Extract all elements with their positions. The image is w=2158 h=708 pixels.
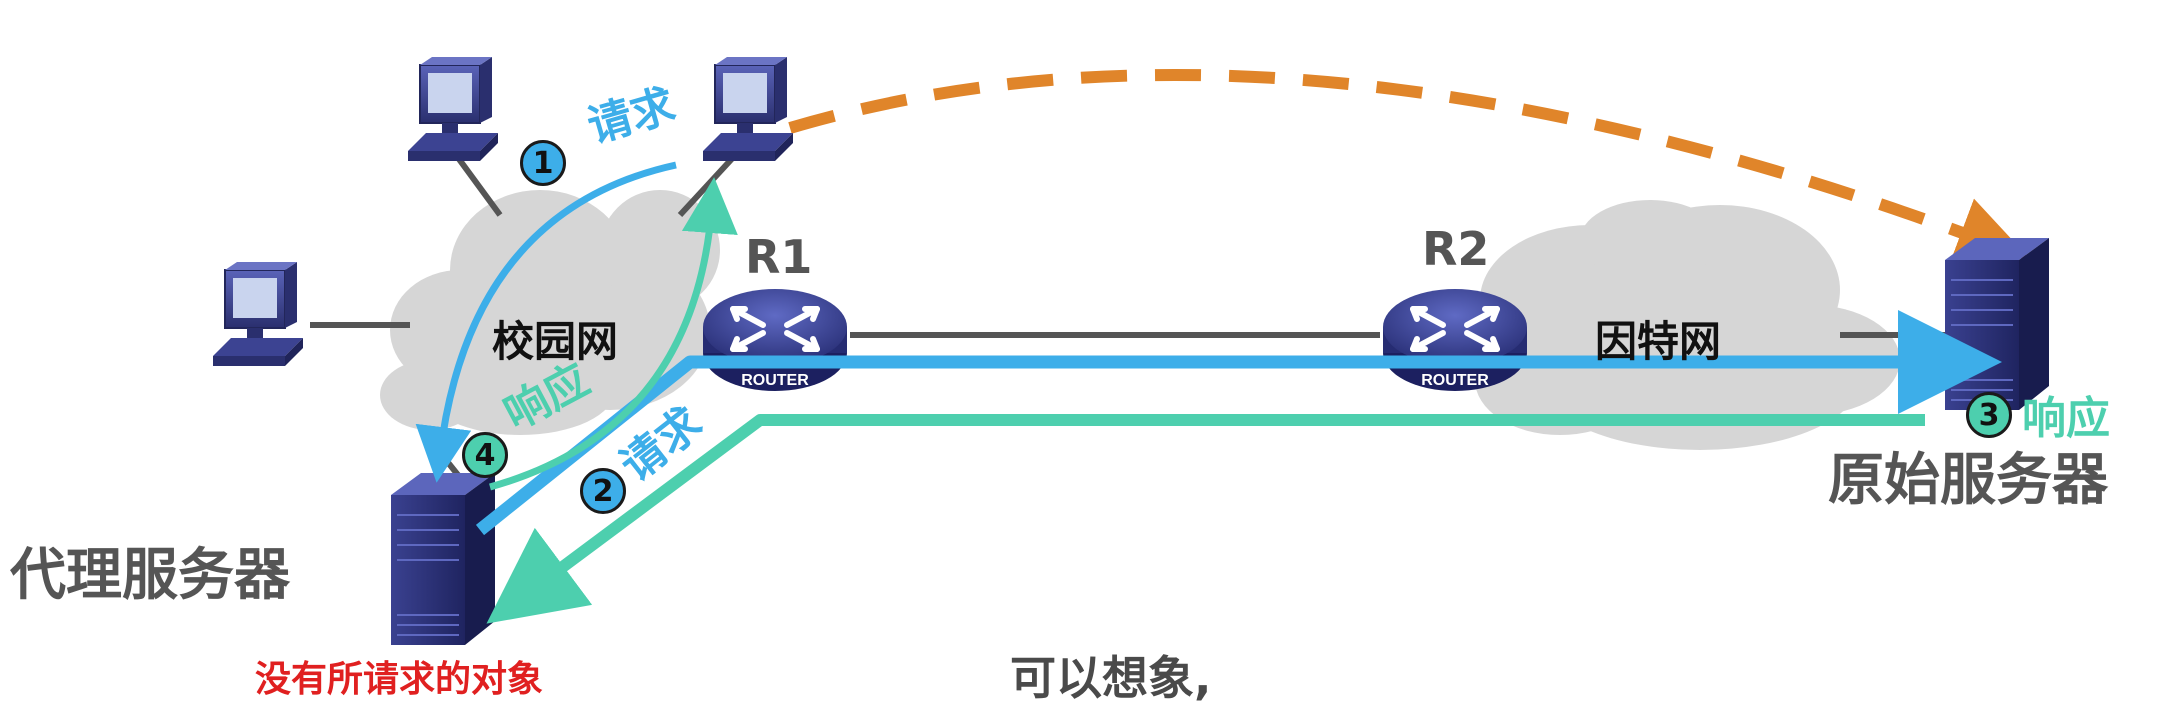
response-from-origin-arrow (486, 414, 1925, 624)
step-3-badge: 3 (1966, 392, 2012, 438)
step-4-badge: 4 (462, 432, 508, 478)
pc-icon (702, 56, 794, 162)
router-r2-label: R2 (1422, 222, 1490, 276)
origin-server-label: 原始服务器 (1828, 448, 2108, 513)
internet-label: 因特网 (1595, 317, 1722, 366)
request-to-origin-arrow (475, 310, 2002, 536)
step-1-badge: 1 (520, 140, 566, 186)
router-r1-label: R1 (745, 230, 813, 284)
cache-miss-note: 没有所请求的对象 (255, 659, 544, 700)
router-r2-badge: ROUTER (1421, 372, 1489, 389)
campus-network-label: 校园网 (492, 317, 619, 366)
step-2-badge: 2 (580, 468, 626, 514)
video-subtitle: 可以想象, (1010, 651, 1212, 705)
client-request-arrow (415, 161, 677, 483)
step-3-label: 响应 (2022, 393, 2110, 444)
campus-cloud-icon (380, 190, 720, 435)
proxy-server-icon (390, 472, 496, 646)
proxy-server-label: 代理服务器 (10, 543, 290, 608)
direct-path-arrow (788, 68, 2029, 267)
pc-icon (407, 56, 499, 162)
router-r1-badge: ROUTER (741, 372, 809, 389)
client-response-arrow (489, 177, 738, 491)
pc-icon (212, 261, 304, 367)
